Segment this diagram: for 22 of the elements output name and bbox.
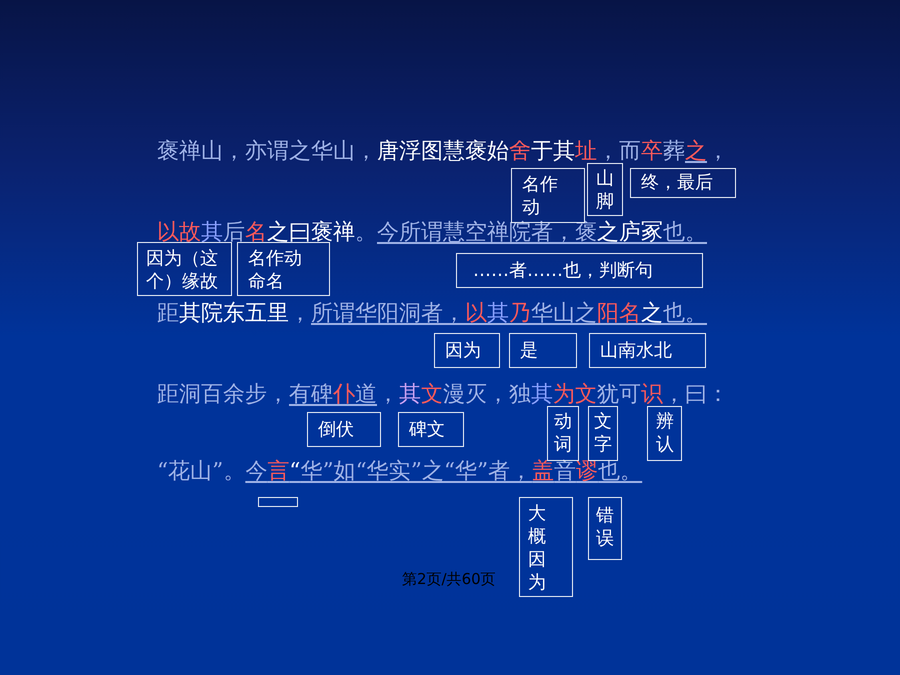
annotation-box: 名作动 xyxy=(511,168,585,223)
annotation-box: 大概因为 xyxy=(519,497,573,597)
annotation-box: 山脚 xyxy=(587,163,623,216)
text-line: 褒禅山，亦谓之华山，唐浮图慧褒始舍于其址，而卒葬之， xyxy=(157,138,729,166)
text-line: 距其院东五里，所谓华阳洞者，以其乃华山之阳名之也。 xyxy=(157,300,707,328)
page-number: 第2页/共60页 xyxy=(402,570,496,589)
annotation-box: 名作动命名 xyxy=(237,242,330,296)
text-line: 距洞百余步，有碑仆道，其文漫灭，独其为文犹可识，曰： xyxy=(157,381,729,409)
annotation-box: 因为（这个）缘故 xyxy=(137,242,232,296)
annotation-box: 错误 xyxy=(588,497,622,560)
annotation-box: 动词 xyxy=(547,406,579,461)
annotation-box: 辨认 xyxy=(647,406,682,461)
annotation-box: 因为 xyxy=(434,333,500,368)
annotation-box: 碑文 xyxy=(398,412,464,447)
empty-box xyxy=(258,497,298,507)
annotation-box: 终，最后 xyxy=(630,168,736,198)
annotation-box: 是 xyxy=(509,333,577,368)
annotation-box: 文字 xyxy=(588,406,618,461)
text-line: “花山”。今言“华”如“华实”之“华”者，盖音谬也。 xyxy=(157,458,642,486)
annotation-box: 倒伏 xyxy=(307,412,381,447)
annotation-box: 山南水北 xyxy=(589,333,706,368)
annotation-box: ……者……也，判断句 xyxy=(456,253,703,288)
